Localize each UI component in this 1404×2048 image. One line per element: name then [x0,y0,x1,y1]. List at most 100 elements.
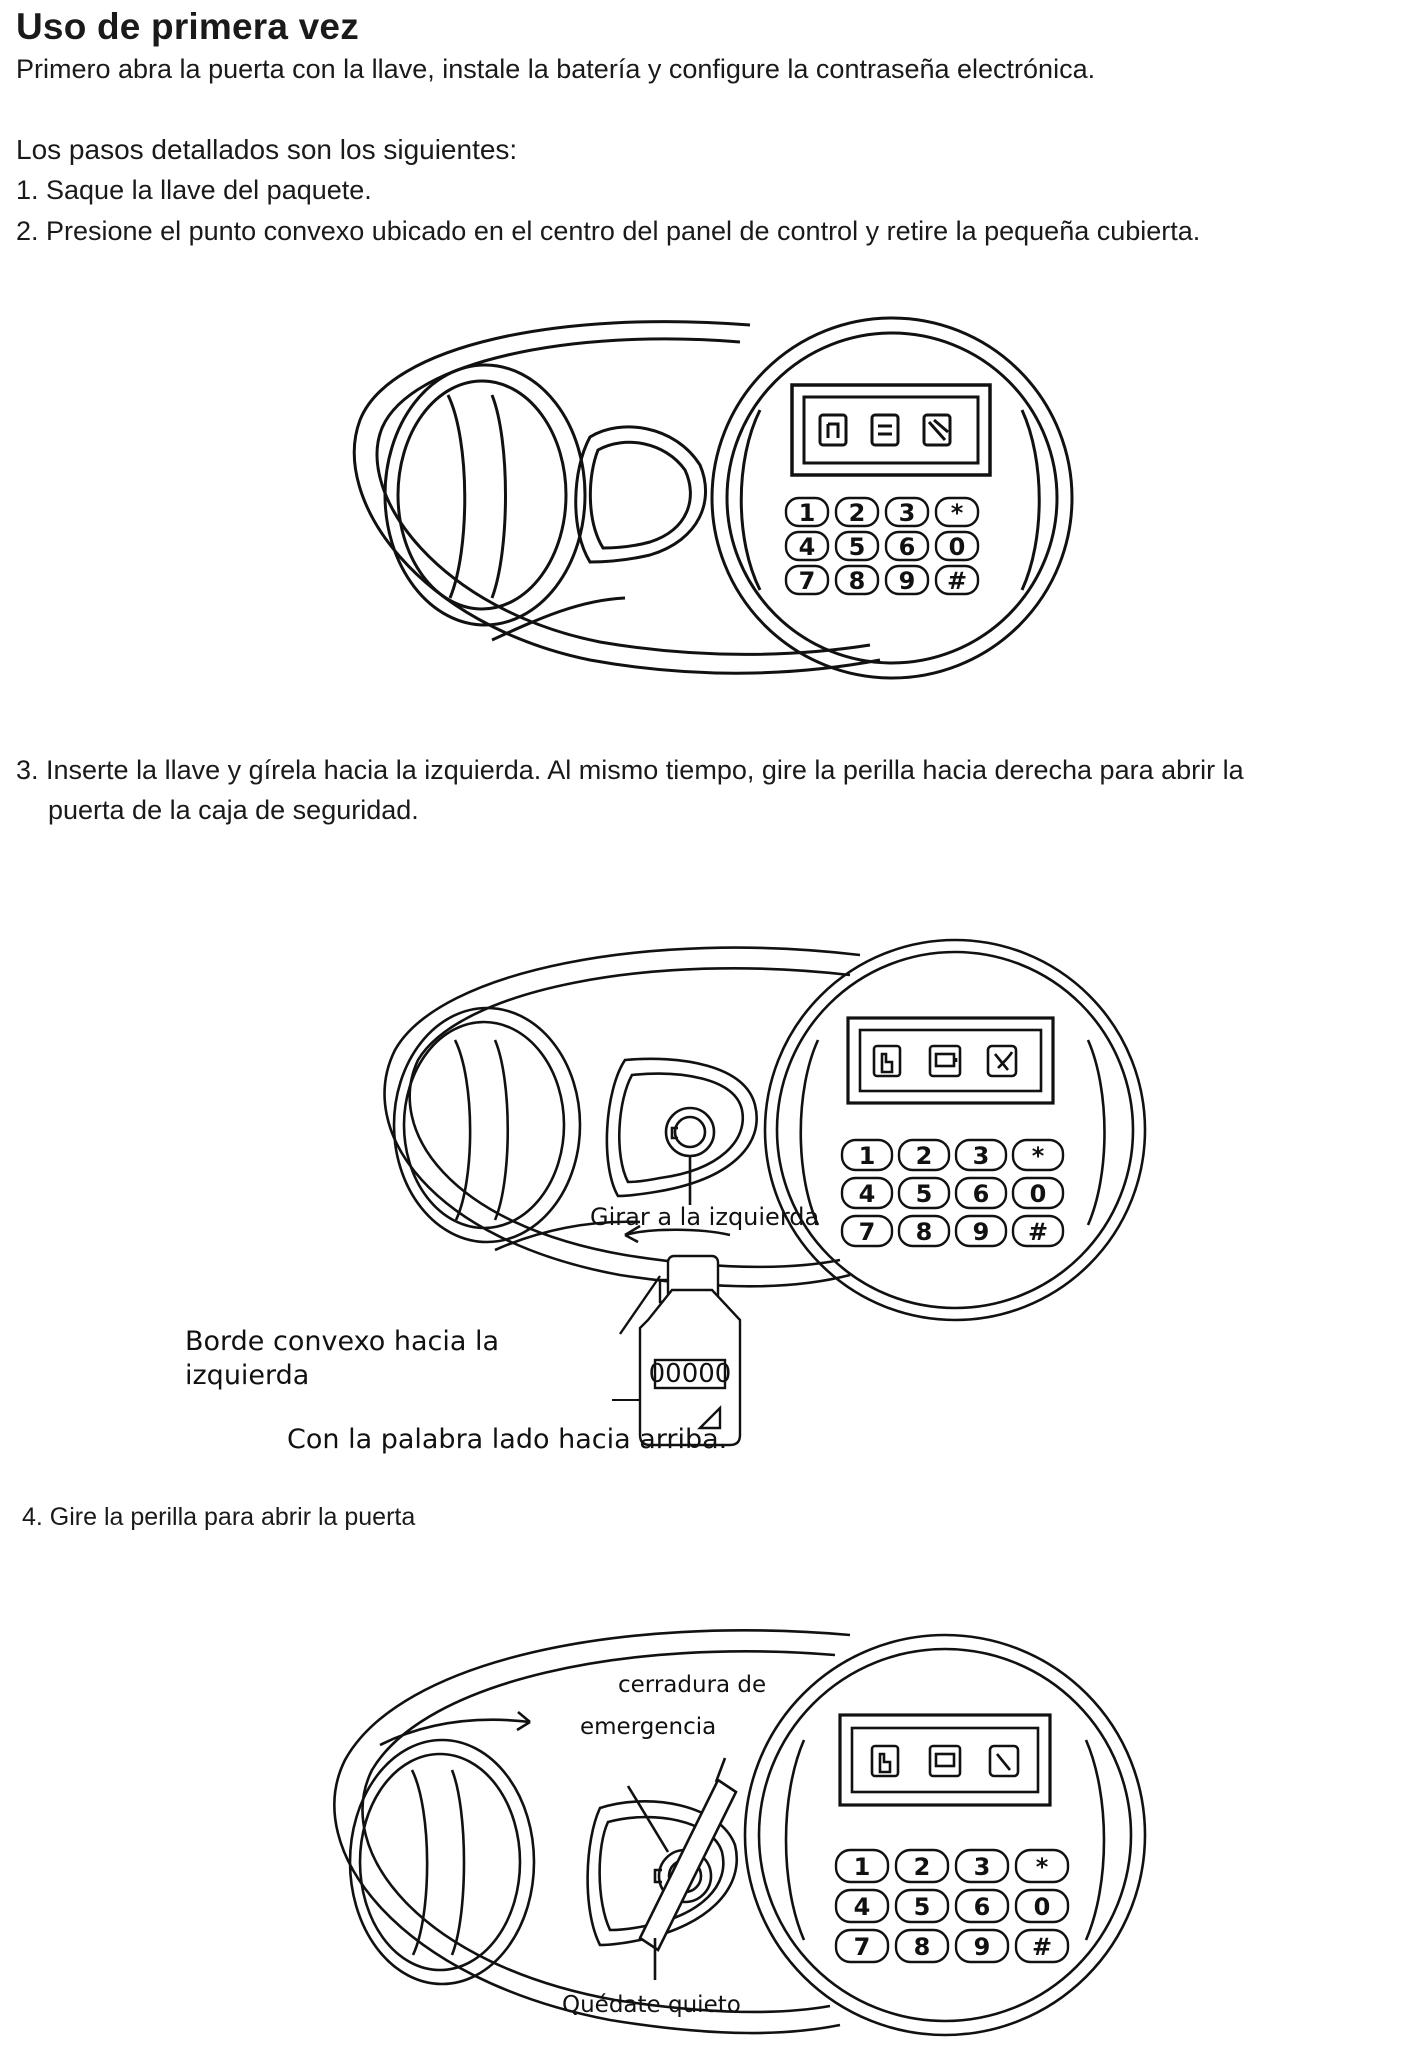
battery-icon [928,1044,962,1078]
label-word-up: Con la palabra lado hacia arriba. [287,1424,727,1455]
keypad-key-label: * [1032,1142,1045,1170]
keypad-key-label: 2 [849,499,866,527]
keypad-key: 1 [784,496,830,528]
keypad-key-label: 0 [1030,1180,1047,1208]
keypad-key: # [1014,1928,1070,1964]
keypad-key: # [1011,1214,1065,1248]
lock-icon [818,413,848,447]
label-stay-still: Quédate quieto [562,1992,741,2018]
keypad-key-label: # [1028,1218,1048,1246]
keypad-key-label: 1 [854,1853,871,1881]
keypad-key: 2 [834,496,880,528]
keypad-key: 7 [784,564,830,596]
keypad-key: 4 [784,530,830,562]
keypad-key: 2 [897,1138,951,1172]
keypad: 1 2 3 * 4 5 6 0 7 8 9 # [834,1848,1070,1964]
keypad-key: 0 [1011,1176,1065,1210]
keypad-key: 7 [834,1928,890,1964]
steps-heading: Los pasos detallados son los siguientes: [16,134,518,165]
step-2: 2. Presione el punto convexo ubicado en … [16,216,1201,246]
keypad-key: 9 [884,564,930,596]
keypad-key-label: 9 [973,1218,990,1246]
step-3: 3. Inserte la llave y gírela hacia la iz… [16,755,1244,785]
keypad-key: * [1011,1138,1065,1172]
keypad-key: 2 [894,1848,950,1884]
keypad-key-label: 4 [799,533,816,561]
label-emergency-2: emergencia [580,1714,716,1740]
keypad-key: 3 [954,1848,1010,1884]
keypad-key-label: # [947,567,967,595]
label-convex-edge-2: izquierda [185,1360,309,1391]
lock-icon [988,1744,1020,1778]
lock-icon [986,1044,1018,1078]
keypad-key-label: 4 [854,1893,871,1921]
keypad-key: 0 [1014,1888,1070,1924]
keypad-key-label: 7 [799,567,816,595]
keypad-key: 4 [840,1176,894,1210]
key-code: 00000 [649,1359,732,1389]
keypad-key: 8 [894,1928,950,1964]
keypad-key-label: 8 [914,1933,931,1961]
intro-text: Primero abra la puerta con la llave, ins… [16,54,1096,84]
keypad-key-label: 9 [974,1933,991,1961]
label-convex-edge-1: Borde convexo hacia la [185,1326,499,1357]
keypad-key: 9 [954,1214,1008,1248]
keypad-key-label: 0 [1034,1893,1051,1921]
keypad-key-label: 0 [949,533,966,561]
keypad-key-label: 2 [916,1142,933,1170]
keypad-key: 3 [884,496,930,528]
hand-icon [922,413,952,447]
figure-control-panel: 1 2 3 * 4 5 6 0 7 8 9 # [352,316,1074,680]
keypad-key-label: 5 [849,533,866,561]
step-4: 4. Gire la perilla para abrir la puerta [22,1503,416,1531]
keypad-key-label: 6 [899,533,916,561]
keypad-key: 6 [954,1888,1010,1924]
keypad-key-label: 1 [799,499,816,527]
keypad-key-label: 6 [973,1180,990,1208]
label-turn-left: Girar a la izquierda [590,1203,819,1231]
step-1: 1. Saque la llave del paquete. [16,175,372,205]
keypad: 1 2 3 * 4 5 6 0 7 8 9 # [840,1138,1065,1248]
step-3-continued: puerta de la caja de seguridad. [48,795,419,825]
keypad-key-label: 5 [916,1180,933,1208]
keypad-key-label: * [951,499,964,527]
keypad-key: 5 [894,1888,950,1924]
label-emergency-1: cerradura de [618,1672,766,1698]
keypad-key-label: 7 [854,1933,871,1961]
keypad-key-label: 2 [914,1853,931,1881]
keypad-key: 1 [834,1848,890,1884]
keypad-key: # [934,564,980,596]
keypad-key: 8 [834,564,880,596]
keypad-key-label: 1 [859,1142,876,1170]
keypad-key: 6 [954,1176,1008,1210]
keypad-key-label: 3 [974,1853,991,1881]
keypad-key-label: 5 [914,1893,931,1921]
keypad-key: 9 [954,1928,1010,1964]
keypad-key: 5 [834,530,880,562]
key-illustration [619,1254,742,1447]
keypad-key-label: 4 [859,1180,876,1208]
keypad-key: 4 [834,1888,890,1924]
keypad-key: 0 [934,530,980,562]
keypad-key: 8 [897,1214,951,1248]
keypad-key-label: # [1032,1933,1052,1961]
keypad-key-label: * [1036,1853,1049,1881]
keypad-key-label: 7 [859,1218,876,1246]
figure-turn-knob: 1 2 3 * 4 5 6 0 7 8 9 # cerradura de emergencia Qué… [333,1629,1147,2037]
hand-icon [870,1744,900,1778]
keypad-key-label: 3 [973,1142,990,1170]
keypad-key: 6 [884,530,930,562]
page-title: Uso de primera vez [16,6,359,47]
keypad-key-label: 6 [974,1893,991,1921]
battery-icon [870,413,900,447]
keypad-key: 3 [954,1138,1008,1172]
keypad-key-label: 9 [899,567,916,595]
keypad-key: 5 [897,1176,951,1210]
keypad-key: 7 [840,1214,894,1248]
keypad-key-label: 8 [916,1218,933,1246]
battery-icon [928,1744,962,1778]
keypad-key-label: 8 [849,567,866,595]
keypad-key-label: 3 [899,499,916,527]
keypad-key: * [934,496,980,528]
